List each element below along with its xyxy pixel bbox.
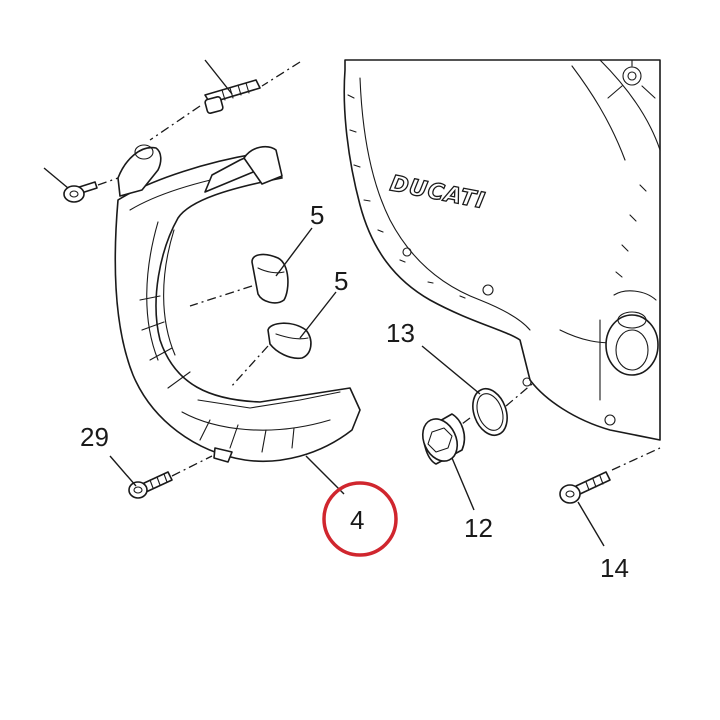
callout-label-14: 14 [600,553,629,583]
callout-label-5-upper: 5 [310,200,324,230]
engine-case-cover: DUCATI [343,59,661,441]
callout-label-13: 13 [386,318,415,348]
assembly-axes [97,61,661,477]
bolt-14 [559,471,611,504]
callout-label-29: 29 [80,422,109,452]
upper-left-bolt [63,181,98,203]
bolt-29 [128,471,173,499]
callout-leaders [43,59,605,547]
rubber-pad-5-lower [267,322,312,360]
callout-label-4: 4 [350,505,364,535]
rubber-pad-5-upper [251,253,289,304]
callout-label-12: 12 [464,513,493,543]
cover-guard-part-4 [114,144,361,463]
highlight-circle [322,481,398,557]
top-bolt [204,79,261,114]
o-ring-13 [472,387,508,437]
plug-12 [421,413,466,465]
callout-label-5-lower: 5 [334,266,348,296]
